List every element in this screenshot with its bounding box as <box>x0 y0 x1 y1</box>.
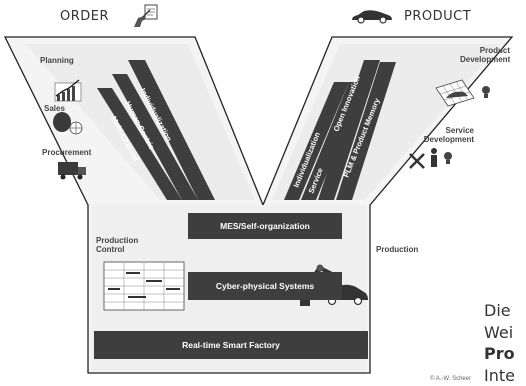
service-development-label: Service Development <box>412 126 474 144</box>
production-control-line1: Production <box>96 236 138 245</box>
side-text-line1: Die <box>484 300 526 322</box>
copyright-text: © A.-W. Scheer <box>430 376 471 382</box>
planning-label: Planning <box>40 56 74 65</box>
side-text-line4: Inte <box>484 365 526 386</box>
product-development-label: Product Development <box>460 46 510 64</box>
production-label: Production <box>376 245 418 254</box>
sales-label: Sales <box>44 104 65 113</box>
tools-icon <box>410 154 424 168</box>
side-text-line2: Wei <box>484 322 526 344</box>
cps-bar: Cyber-physical Systems <box>188 272 342 300</box>
side-text-line3: Pro <box>484 343 526 365</box>
procurement-label: Procurement <box>42 148 91 157</box>
lightbulb-icon-service <box>444 152 452 164</box>
planning-chart-icon <box>55 80 81 101</box>
mes-bar: MES/Self-organization <box>188 213 342 239</box>
product-development-line2: Development <box>460 55 510 64</box>
lightbulb-icon-top <box>482 86 490 98</box>
production-control-label: Production Control <box>96 236 138 254</box>
service-development-line1: Service <box>412 126 474 135</box>
production-control-table-icon <box>104 262 184 310</box>
product-development-line1: Product <box>460 46 510 55</box>
service-development-line2: Development <box>412 135 474 144</box>
side-article-text: Die Wei Pro Inte <box>484 300 526 386</box>
person-icon <box>431 148 437 167</box>
smart-factory-bar: Real-time Smart Factory <box>94 331 368 359</box>
production-control-line2: Control <box>96 245 138 254</box>
